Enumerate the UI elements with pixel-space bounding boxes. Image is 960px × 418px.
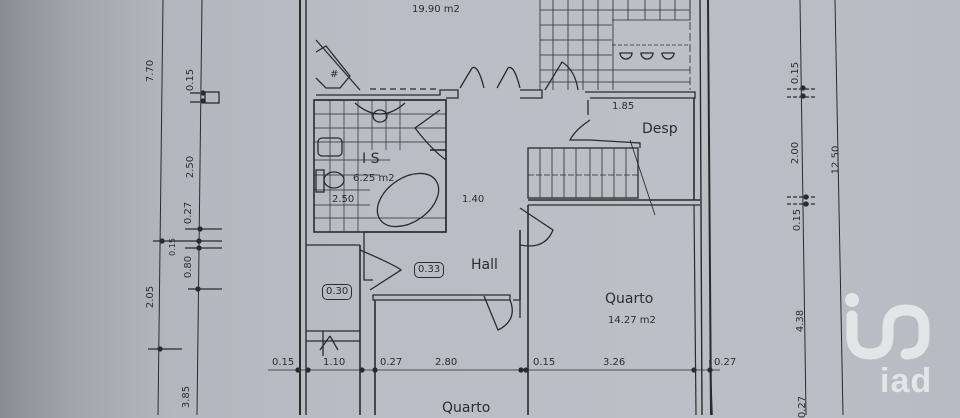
room-label-hall: Hall	[471, 257, 498, 273]
dim-is-width: 2.50	[332, 194, 355, 205]
dim-left-outer-1: 7.70	[145, 59, 157, 83]
living-room-area: 19.90 m2	[412, 4, 460, 15]
dim-left-inner-5: 0.80	[183, 255, 195, 279]
dim-right-inner-2: 2.00	[790, 141, 802, 165]
dim-right-inner-4: 4.38	[795, 309, 807, 333]
dim-left-inner-6: 3.85	[181, 385, 193, 409]
dim-left-outer-2: 2.05	[145, 285, 157, 309]
room-area-quarto-1: 14.27 m2	[608, 315, 656, 326]
dim-hall-width: 1.40	[462, 194, 485, 205]
dim-left-inner-4: 0.15	[167, 238, 177, 256]
fireplace-symbol: #	[330, 69, 339, 80]
dim-bottom-1: 0.15	[272, 357, 295, 368]
dim-bottom-6: 3.26	[603, 357, 626, 368]
dim-bottom-5: 0.15	[533, 357, 556, 368]
room-label-is: I S	[362, 151, 380, 167]
dim-bottom-4: 2.80	[435, 357, 458, 368]
dim-desp-width: 1.85	[612, 101, 635, 112]
badge-0-30: 0.30	[322, 284, 353, 300]
dim-bottom-3: 0.27	[380, 357, 403, 368]
room-area-is: 6.25 m2	[353, 173, 395, 184]
room-label-quarto-2: Quarto	[442, 400, 491, 416]
badge-0-33: 0.33	[414, 262, 445, 278]
dim-left-inner-3: 0.27	[183, 201, 195, 225]
dim-left-inner-2: 2.50	[185, 155, 197, 179]
dim-bottom-7: 0.27	[714, 357, 737, 368]
iad-logo-icon	[845, 293, 930, 360]
room-label-quarto-1: Quarto	[605, 291, 654, 307]
room-label-desp: Desp	[642, 121, 678, 137]
dim-right-inner-3: 0.15	[792, 208, 804, 232]
dim-right-inner-1: 0.15	[790, 61, 802, 85]
dim-bottom-2: 1.10	[323, 357, 346, 368]
dim-right-outer-1: 12.50	[830, 145, 842, 175]
watermark-brand: iad	[880, 362, 933, 400]
dim-left-inner-1: 0.15	[185, 68, 197, 92]
